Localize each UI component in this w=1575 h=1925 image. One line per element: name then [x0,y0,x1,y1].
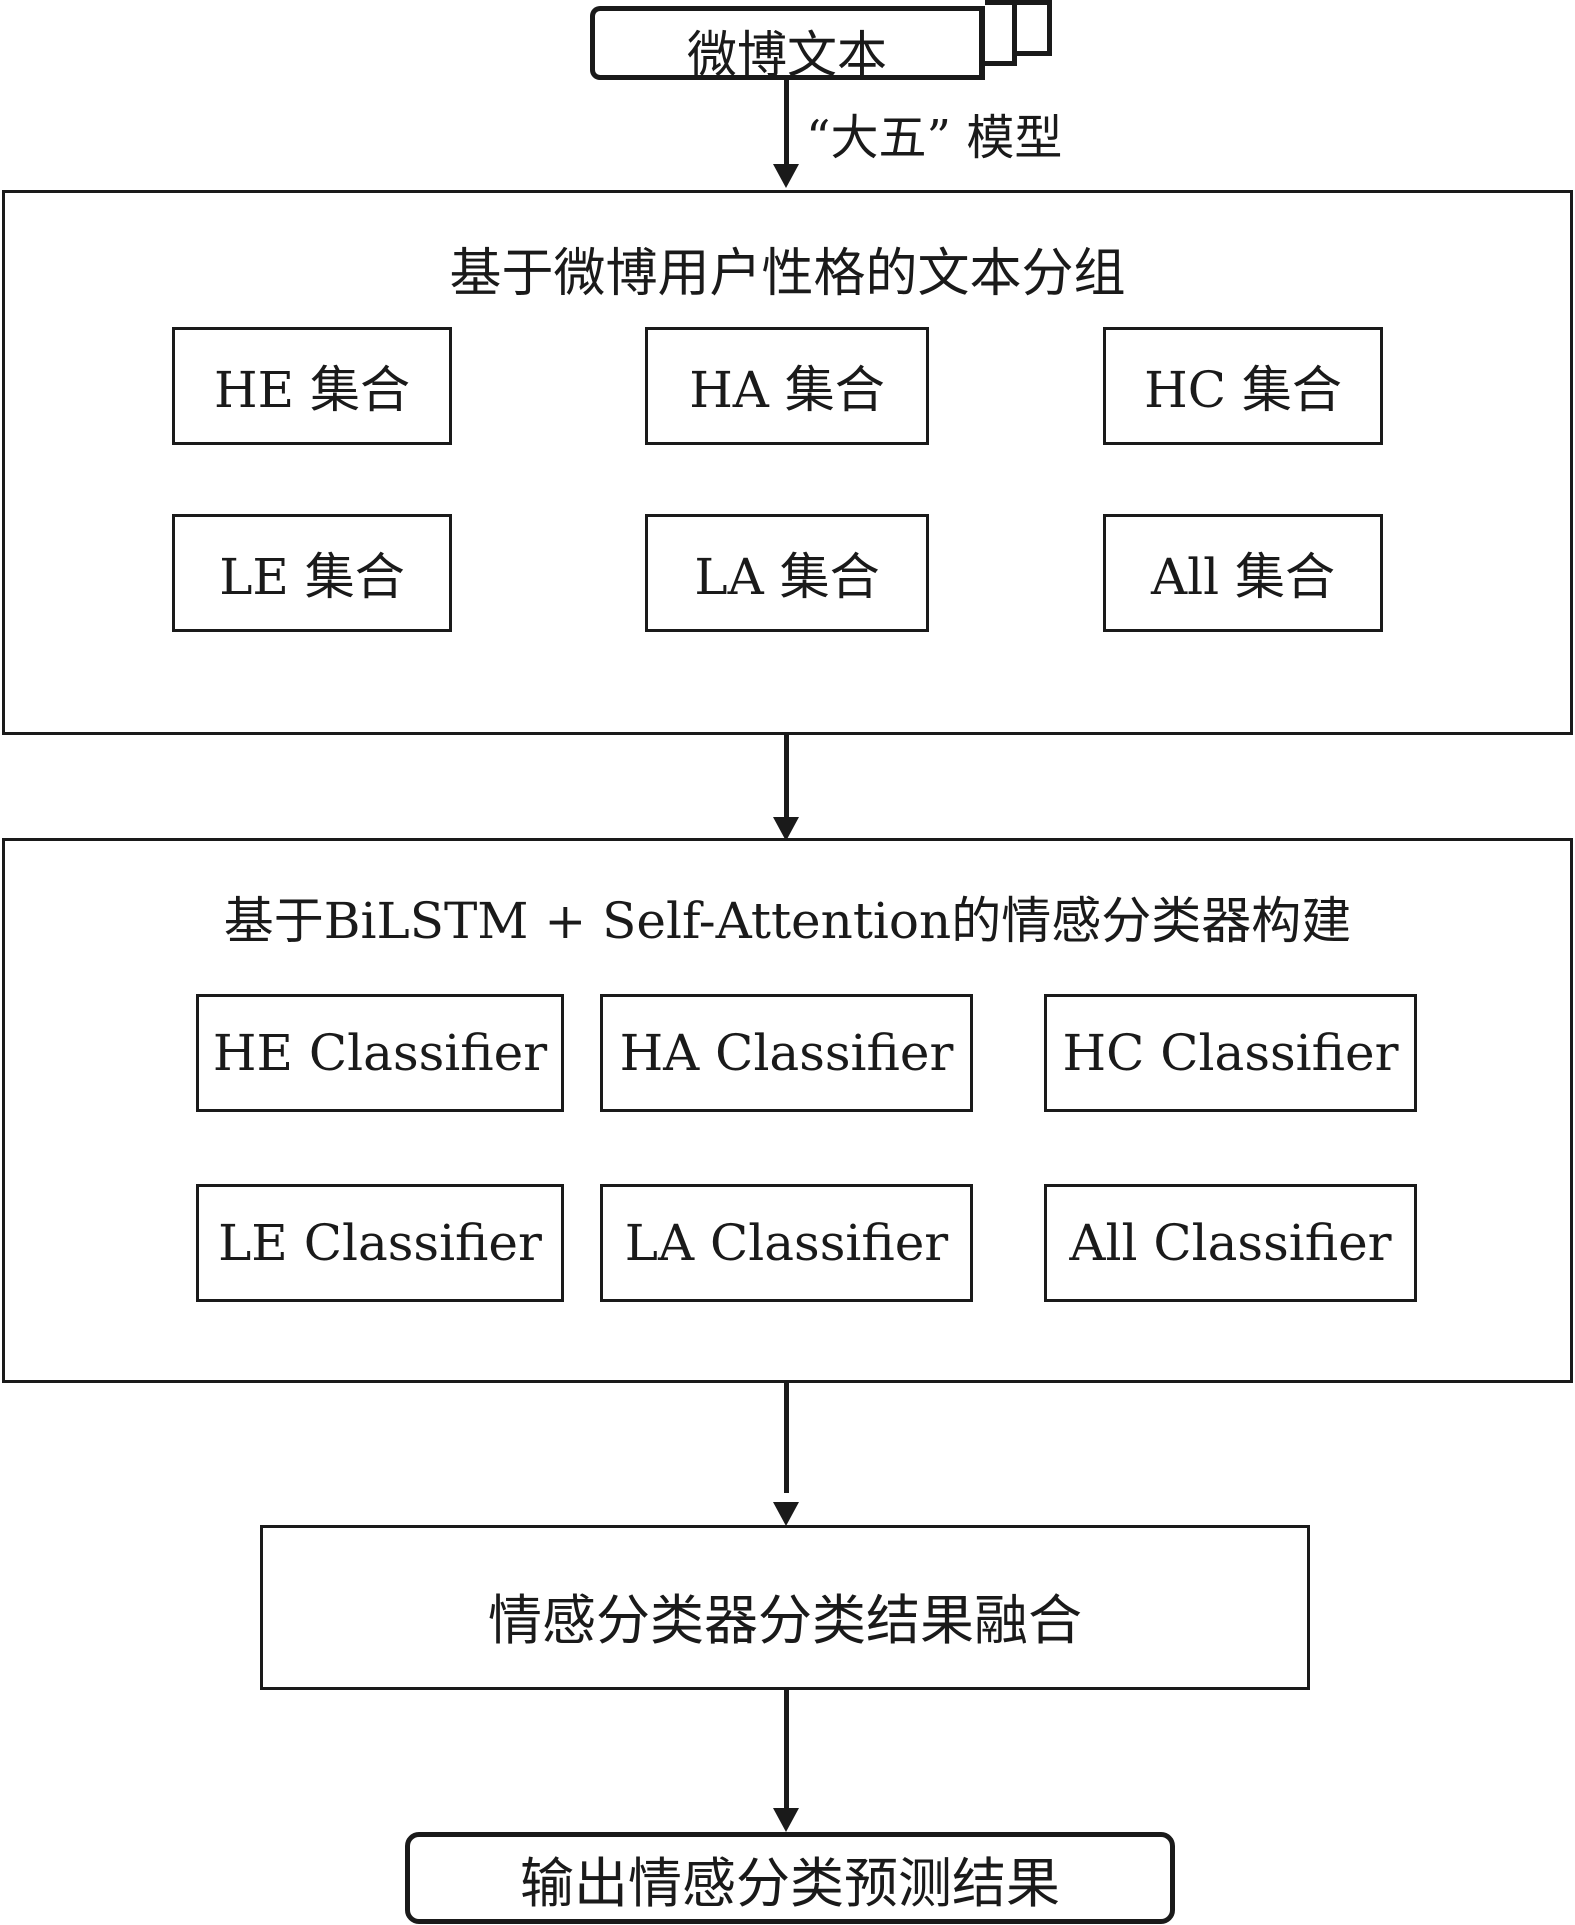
arrow-start-to-grouping [784,80,789,166]
arrow-start-to-grouping-head [773,164,799,188]
classifier-block-title: 基于BiLSTM + Self-Attention的情感分类器构建 [223,892,1352,950]
start-node-tab-front [985,0,1017,66]
set-hc: HC 集合 [1103,327,1383,445]
start-node: 微博文本 [590,6,985,84]
classifier-all: All Classifier [1044,1184,1417,1302]
classifier-hc: HC Classifier [1044,994,1417,1112]
classifier-la: LA Classifier [600,1184,973,1302]
classifier-he: HE Classifier [196,994,564,1112]
grouping-block: 基于微博用户性格的文本分组 [2,190,1573,735]
classifier-ha: HA Classifier [600,994,973,1112]
edge-label-big-five: “大五” 模型 [806,110,1063,166]
end-node-label: 输出情感分类预测结果 [520,1851,1060,1915]
start-node-tab-back [1017,0,1052,56]
start-node-label: 微博文本 [687,26,887,84]
set-ha: HA 集合 [645,327,929,445]
arrow-fusion-to-output-head [773,1808,799,1832]
set-le: LE 集合 [172,514,452,632]
fusion-node: 情感分类器分类结果融合 [260,1525,1310,1690]
arrow-classifier-to-fusion-head [773,1502,799,1526]
set-he: HE 集合 [172,327,452,445]
grouping-block-title: 基于微博用户性格的文本分组 [449,244,1126,304]
arrow-classifier-to-fusion [784,1383,789,1493]
fusion-node-label: 情感分类器分类结果融合 [488,1589,1082,1652]
set-all: All 集合 [1103,514,1383,632]
end-node: 输出情感分类预测结果 [405,1832,1175,1924]
set-la: LA 集合 [645,514,929,632]
arrow-grouping-to-classifier-head [773,817,799,841]
arrow-grouping-to-classifier [784,735,789,823]
arrow-fusion-to-output [784,1690,789,1812]
classifier-le: LE Classifier [196,1184,564,1302]
